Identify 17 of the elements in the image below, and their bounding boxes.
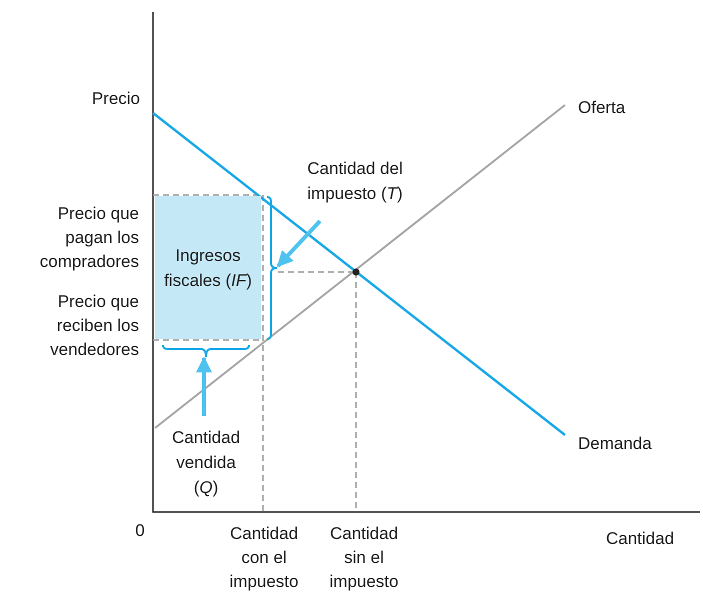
vertical-brace [266,196,278,340]
leader-arrow [196,356,212,416]
horizontal-brace [162,344,250,358]
annotation-text: Cantidad del impuesto (T) [290,143,420,219]
axis-label: Cantidad sin el impuesto [328,523,400,593]
tax-revenue-area [155,196,261,339]
axis-label: Cantidad con el impuesto [228,523,300,593]
axis-label: Oferta [578,97,626,119]
area-label: Ingresos fiscales (IF) [163,244,253,292]
axis-label: Cantidad [604,528,676,550]
axis-label: Precio que reciben los vendedores [49,291,139,361]
axis-label: Precio que pagan los compradores [38,203,139,273]
axis-label: Precio [90,88,140,110]
annotation-text: Cantidad vendida (Q) [163,424,249,500]
axis-label: 0 [134,520,146,542]
leader-arrow [276,220,322,268]
axis-label: Demanda [578,433,653,455]
